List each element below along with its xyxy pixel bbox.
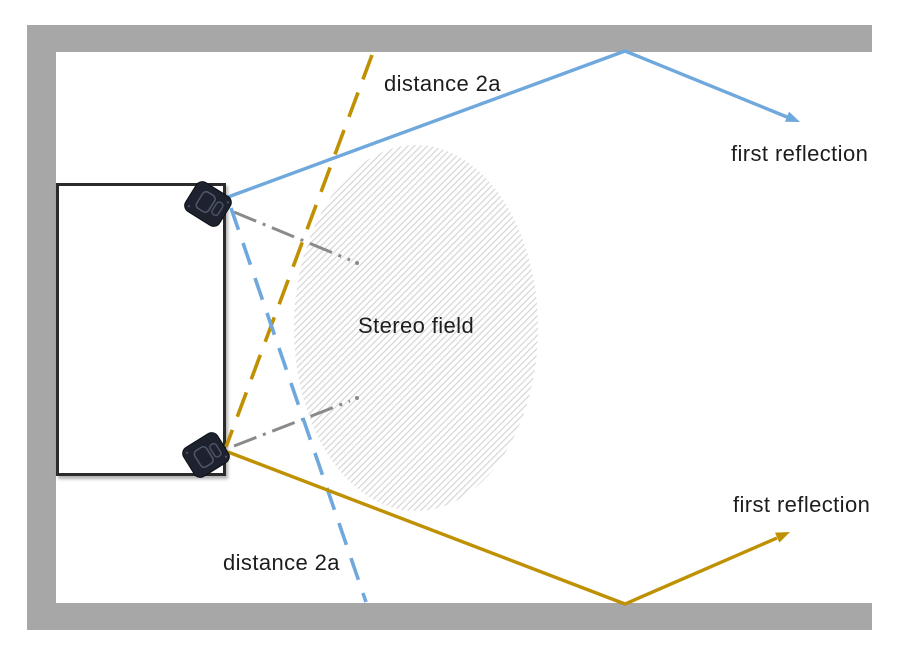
top-speaker-axis-dot xyxy=(355,261,359,265)
bottom-speaker-port xyxy=(209,442,222,458)
front-wall xyxy=(27,25,56,630)
gold-reflection-ray xyxy=(227,450,778,606)
top-side-wall xyxy=(27,25,872,52)
blue-distance-dashed-line xyxy=(229,207,368,603)
first-reflection-label-bottom: first reflection xyxy=(733,492,871,517)
top-speaker xyxy=(184,181,232,227)
first-reflection-label-top: first reflection xyxy=(731,141,869,166)
gold-distance-dashed-line xyxy=(224,54,374,448)
gold-reflection-arrowhead xyxy=(775,532,790,543)
top-speaker-woofer xyxy=(195,190,216,214)
top-speaker-screw xyxy=(187,205,191,208)
top-speaker-body xyxy=(184,181,232,227)
top-speaker-axis-line xyxy=(233,210,351,262)
bottom-speaker-axis-line xyxy=(233,399,351,448)
bottom-speaker xyxy=(182,432,230,478)
bottom-side-wall xyxy=(27,603,872,630)
blue-reflection-arrowhead xyxy=(784,111,800,122)
bottom-speaker-screw2 xyxy=(224,455,228,458)
distance-2a-label-bottom: distance 2a xyxy=(223,550,340,575)
top-speaker-port xyxy=(211,201,224,217)
top-speaker-screw2 xyxy=(226,201,230,204)
stereo-field-ellipse xyxy=(294,145,538,511)
bottom-speaker-woofer xyxy=(193,445,214,469)
bottom-speaker-axis-dot xyxy=(355,396,359,400)
blue-reflection-ray xyxy=(227,49,788,199)
bottom-speaker-body xyxy=(182,432,230,478)
bottom-speaker-screw xyxy=(185,451,189,454)
desk-rectangle xyxy=(56,183,226,476)
distance-2a-label-top: distance 2a xyxy=(384,71,501,96)
stereo-field-label: Stereo field xyxy=(358,313,475,338)
